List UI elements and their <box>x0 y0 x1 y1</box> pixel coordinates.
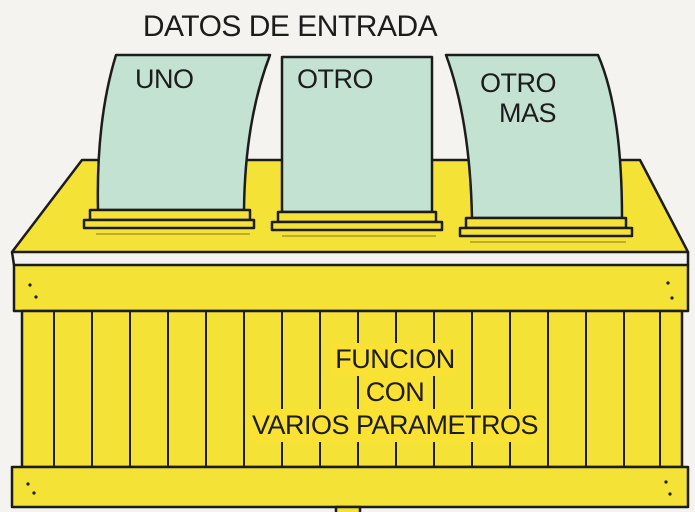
input-card-1 <box>82 53 272 230</box>
function-label-line1: FUNCION <box>333 343 457 376</box>
input-card-2-label: OTRO <box>297 64 374 94</box>
card-shadows <box>96 233 626 243</box>
box-lid-rim <box>12 263 690 313</box>
box-bottom-rim <box>10 465 690 509</box>
input-card-3 <box>444 53 634 238</box>
input-card-3-label-line1: OTRO <box>480 68 557 98</box>
input-card-3-label-line2: MAS <box>499 98 557 128</box>
box-nails <box>26 281 674 496</box>
function-label-line3: VARIOS PARAMETROS <box>249 408 541 442</box>
box-pole <box>334 505 362 512</box>
input-card-3-label: OTRO MAS <box>463 70 573 127</box>
function-label-line2: CON <box>363 375 427 409</box>
diagram-title: DATOS DE ENTRADA <box>142 10 438 43</box>
input-card-2 <box>270 55 444 232</box>
function-box-label: FUNCION CON VARIOS PARAMETROS <box>205 343 585 442</box>
input-card-1-label: UNO <box>135 64 194 94</box>
